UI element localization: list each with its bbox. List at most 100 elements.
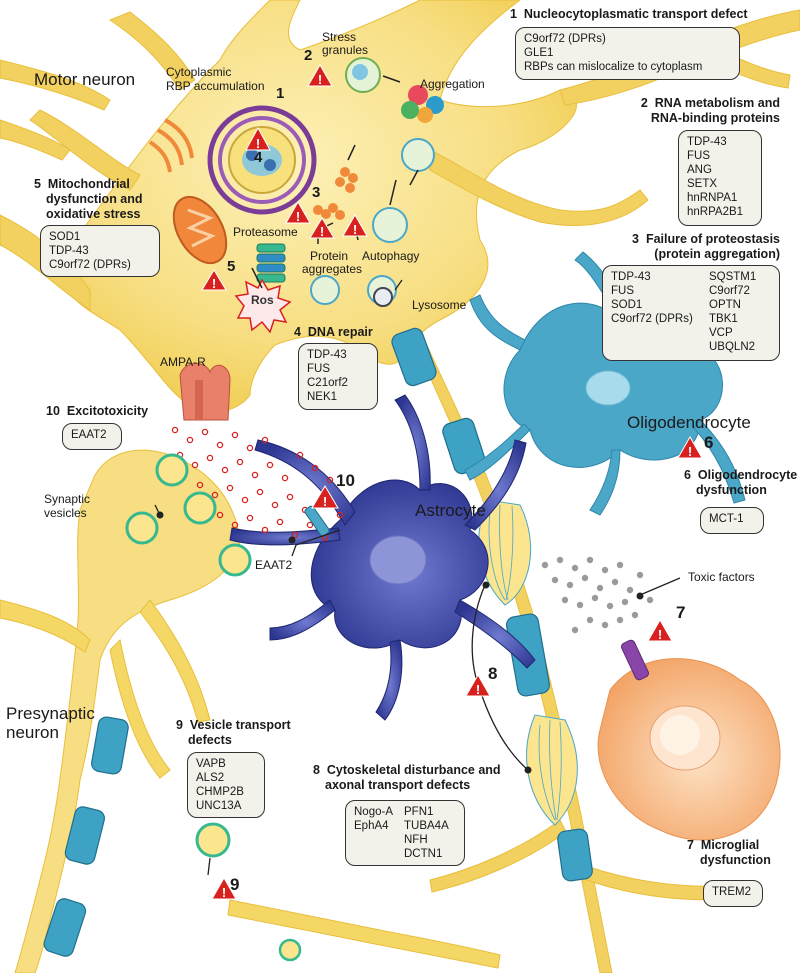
mech3-title-1: 3 Failure of proteostasis — [540, 232, 780, 247]
svg-text:!: ! — [222, 885, 226, 900]
mech4-gene-box: TDP-43 FUS C21orf2 NEK1 — [298, 343, 378, 410]
mech2-num: 2 — [640, 96, 648, 110]
mech5-title-1: 5 Mitochondrial — [34, 177, 130, 192]
gene: CHMP2B — [196, 786, 244, 798]
gene: C9orf72 (DPRs) — [611, 313, 693, 325]
gene: NEK1 — [307, 391, 338, 403]
gene: TBK1 — [709, 313, 738, 325]
gene: VCP — [709, 327, 733, 339]
mech8-title-2: axonal transport defects — [325, 778, 471, 792]
gene: Nogo-A — [354, 806, 393, 818]
gene: ALS2 — [196, 772, 225, 784]
marker-5: 5 — [227, 258, 236, 275]
mech3-num: 3 — [632, 232, 639, 246]
label-eaat2: EAAT2 — [255, 558, 293, 572]
mech1-title: 1 Nucleocytoplasmatic transport defect — [510, 7, 748, 22]
marker-3: 3 — [312, 184, 321, 201]
mech6-title-2: dysfunction — [696, 483, 767, 497]
gene: FUS — [611, 285, 634, 297]
mech4-title-text: DNA repair — [307, 325, 373, 339]
gene: TDP-43 — [307, 349, 347, 361]
ampa-receptor — [179, 362, 231, 421]
lysosome-graphic — [373, 287, 393, 307]
gene: TDP-43 — [687, 136, 727, 148]
svg-text:!: ! — [353, 222, 357, 237]
gene: SQSTM1 — [709, 271, 757, 283]
label-stress-granules-1: Stress — [322, 30, 357, 44]
mech2-title-1: 2 RNA metabolism and — [590, 96, 780, 111]
label-motor-neuron: Motor neuron — [34, 70, 136, 89]
gene: C9orf72 (DPRs) — [524, 33, 606, 45]
gene: UNC13A — [196, 800, 242, 812]
gene: EAAT2 — [71, 429, 107, 441]
microglia-cell — [597, 639, 781, 841]
proteasome-graphic — [256, 243, 286, 283]
label-aggregation: Aggregation — [420, 77, 485, 91]
mech5-gene-box: SOD1 TDP-43 C9orf72 (DPRs) — [40, 225, 160, 277]
gene: TDP-43 — [49, 245, 89, 257]
svg-text:!: ! — [296, 209, 300, 224]
mech1-title-text: Nucleocytoplasmatic transport defect — [523, 7, 748, 21]
gene: SOD1 — [49, 231, 81, 243]
label-presynaptic-2: neuron — [6, 723, 59, 742]
gene: SOD1 — [611, 299, 643, 311]
mech3-title-2: (protein aggregation) — [654, 247, 780, 261]
gene: ANG — [687, 164, 712, 176]
mech3-gene-box: TDP-43 FUS SOD1 C9orf72 (DPRs) SQSTM1 C9… — [602, 265, 780, 361]
stress-granule — [345, 57, 381, 93]
label-cytoplasmic-rbp-2: RBP accumulation — [166, 79, 265, 93]
mech2-gene-box: TDP-43 FUS ANG SETX hnRNPA1 hnRPA2B1 — [678, 130, 762, 226]
gene: VAPB — [196, 758, 226, 770]
mitochondrion — [172, 195, 228, 265]
svg-text:!: ! — [320, 224, 324, 239]
label-synaptic-vesicles-1: Synaptic — [44, 492, 91, 506]
mech7-gene-box: TREM2 — [703, 880, 763, 907]
mech6-num: 6 — [684, 468, 691, 482]
svg-text:!: ! — [688, 444, 692, 459]
gene: TREM2 — [712, 886, 751, 898]
gene: RBPs can mislocalize to cytoplasm — [524, 61, 703, 73]
mech9-gene-box: VAPB ALS2 CHMP2B UNC13A — [187, 752, 265, 818]
mech3-col-left: TDP-43 FUS SOD1 C9orf72 (DPRs) — [611, 270, 709, 326]
mech9-title-1: 9 Vesicle transport — [176, 718, 291, 733]
marker-4: 4 — [254, 149, 263, 166]
gene: FUS — [307, 363, 330, 375]
label-lysosome: Lysosome — [412, 298, 467, 312]
mech5-title-text-1: Mitochondrial — [47, 177, 130, 191]
mech6-gene-box: MCT-1 — [700, 507, 764, 534]
mech1-gene-box: C9orf72 (DPRs) GLE1 RBPs can mislocalize… — [515, 27, 740, 80]
mech5-num: 5 — [34, 177, 41, 191]
label-cytoplasmic-rbp-1: Cytoplasmic — [166, 65, 232, 79]
mech7-title-2: dysfunction — [700, 853, 771, 867]
svg-text:!: ! — [256, 136, 260, 151]
mech4-title: 4 DNA repair — [294, 325, 373, 340]
label-autophagy: Autophagy — [362, 249, 420, 263]
label-presynaptic-1: Presynaptic — [6, 704, 95, 723]
toxic-factor-particles — [541, 556, 654, 634]
gene: GLE1 — [524, 47, 554, 59]
mech2-title-2: RNA-binding proteins — [650, 111, 780, 125]
gene: hnRNPA1 — [687, 192, 738, 204]
gene: DCTN1 — [404, 848, 443, 860]
warning-triangles — [201, 63, 703, 900]
mech8-col-left: Nogo-A EphA4 — [354, 805, 404, 833]
marker-10: 10 — [336, 471, 355, 490]
gene: FUS — [687, 150, 710, 162]
svg-text:!: ! — [658, 627, 662, 642]
marker-9: 9 — [230, 875, 240, 894]
gene: MCT-1 — [709, 513, 744, 525]
mech8-gene-box: Nogo-A EphA4 PFN1 TUBA4A NFH DCTN1 — [345, 800, 465, 866]
mech9-num: 9 — [176, 718, 183, 732]
gene: EphA4 — [354, 820, 389, 832]
mech6-title-1: 6 Oligodendrocyte — [684, 468, 797, 483]
label-oligodendrocyte: Oligodendrocyte — [627, 413, 751, 432]
marker-2: 2 — [304, 47, 313, 64]
mech8-title-1: 8 Cytoskeletal disturbance and — [313, 763, 501, 778]
presynaptic-neuron — [0, 449, 501, 973]
mech3-col-right: SQSTM1 C9orf72 OPTN TBK1 VCP UBQLN2 — [709, 270, 756, 354]
marker-7: 7 — [676, 603, 686, 622]
label-ampa-r: AMPA-R — [160, 355, 206, 369]
mech5-title-3: oxidative stress — [46, 207, 141, 221]
